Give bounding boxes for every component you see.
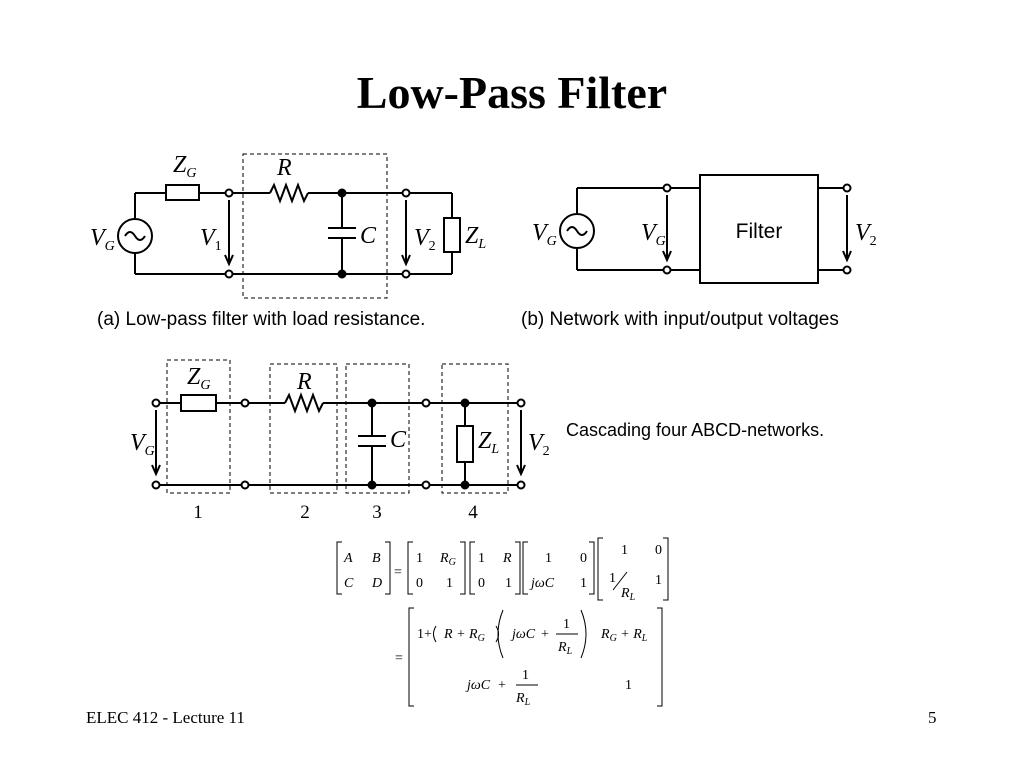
- svg-text:=: =: [394, 565, 402, 580]
- svg-text:+: +: [541, 627, 549, 642]
- caption-b: (b) Network with input/output voltages: [521, 309, 839, 330]
- m1-21: 0: [416, 576, 423, 591]
- svg-text:R: R: [443, 627, 453, 642]
- svg-text:RL: RL: [515, 691, 531, 708]
- m3-22: 1: [580, 576, 587, 591]
- caption-a: (a) Low-pass filter with load resistance…: [97, 309, 426, 330]
- page-number: 5: [928, 708, 937, 727]
- svg-text:+: +: [498, 678, 506, 693]
- m1-22: 1: [446, 576, 453, 591]
- label-zg-a: ZG: [173, 152, 196, 181]
- m2-11: 1: [478, 551, 485, 566]
- svg-text:1: 1: [563, 617, 570, 632]
- m1-12: RG: [439, 551, 456, 568]
- svg-text:+: +: [457, 627, 465, 642]
- section-number-4: 4: [468, 502, 478, 523]
- slide-title: Low-Pass Filter: [356, 67, 668, 118]
- filter-label: Filter: [736, 220, 783, 243]
- zl-resistor-c: [456, 425, 474, 463]
- m2-22: 1: [505, 576, 512, 591]
- label-c-c: C: [390, 427, 407, 453]
- res-22: 1: [625, 678, 632, 693]
- label-c-a: C: [360, 223, 377, 249]
- label-v2-c: V2: [528, 430, 550, 459]
- label-zl-c: ZL: [478, 428, 499, 457]
- m4-11: 1: [621, 543, 628, 558]
- svg-text:1: 1: [522, 668, 529, 683]
- m3-21: jωC: [529, 576, 555, 591]
- label-vg-b-source: VG: [532, 220, 557, 249]
- zg-resistor-c: [180, 394, 217, 412]
- m4-22: 1: [655, 573, 662, 588]
- eq-a: A: [343, 551, 353, 566]
- label-vg-b: VG: [641, 220, 666, 249]
- m3-12: 0: [580, 551, 587, 566]
- eq-d: D: [371, 576, 382, 591]
- circuit-c: [151, 359, 526, 494]
- svg-text:RL: RL: [557, 640, 573, 657]
- m1-11: 1: [416, 551, 423, 566]
- section-number-3: 3: [372, 502, 382, 523]
- m3-11: 1: [545, 551, 552, 566]
- footer-course: ELEC 412 - Lecture 11: [86, 708, 245, 727]
- label-zl-a: ZL: [465, 223, 486, 252]
- zg-resistor: [165, 184, 200, 201]
- r-resistor-c: [284, 392, 324, 414]
- svg-text:RG: RG: [468, 627, 485, 644]
- res-21: jωC: [465, 678, 491, 693]
- section-number-2: 2: [300, 502, 310, 523]
- label-v2-b: V2: [855, 220, 877, 249]
- label-v2-a: V2: [414, 225, 436, 254]
- circuit-a: [117, 153, 461, 299]
- svg-text:jωC: jωC: [510, 627, 536, 642]
- res-11: 1+: [417, 627, 432, 642]
- svg-text:=: =: [395, 651, 403, 666]
- r-resistor: [269, 182, 309, 204]
- res-12: RG + RL: [600, 627, 648, 644]
- label-r-c: R: [296, 369, 312, 395]
- label-vg-a: VG: [90, 225, 115, 254]
- abcd-equation: A B C D = 1 RG 0 1 1 R 0 1 1 0 jωC 1 1 0…: [343, 543, 662, 708]
- m4-12: 0: [655, 543, 662, 558]
- label-v1: V1: [200, 225, 222, 254]
- caption-cascade: Cascading four ABCD-networks.: [566, 420, 825, 440]
- eq-c: C: [344, 576, 354, 591]
- m2-21: 0: [478, 576, 485, 591]
- label-r-a: R: [276, 155, 292, 181]
- filter-box: [699, 174, 819, 284]
- eq-b: B: [372, 551, 381, 566]
- m2-12: R: [502, 551, 512, 566]
- m4-21-num: 1: [609, 571, 616, 586]
- m4-21-den: RL: [620, 586, 636, 603]
- section-number-1: 1: [193, 502, 203, 523]
- circuit-b: [559, 174, 852, 284]
- matrix-brackets: [336, 537, 669, 707]
- label-zg-c: ZG: [187, 364, 210, 393]
- zl-resistor: [443, 217, 461, 253]
- label-vg-c: VG: [130, 430, 155, 459]
